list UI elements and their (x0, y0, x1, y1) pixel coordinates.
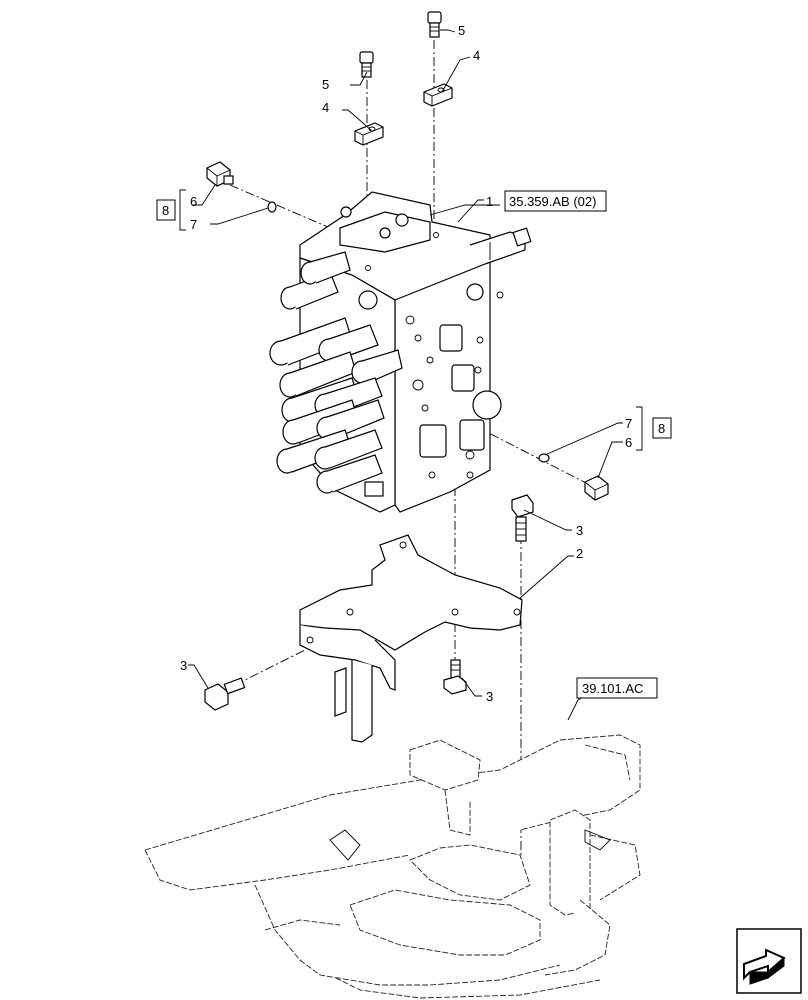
svg-text:8: 8 (658, 421, 665, 436)
callout-labels: 5 4 5 4 6 7 1 7 6 3 2 3 3 (180, 23, 632, 704)
machine-frame (144, 734, 641, 999)
ref-box-8-right: 8 (652, 417, 672, 439)
o-ring-7-right (538, 453, 550, 463)
callout-3-upper: 3 (576, 523, 583, 538)
bolt-3-upper (511, 494, 534, 542)
clamp-4-upper-right (423, 83, 453, 107)
callout-7-left: 7 (190, 217, 197, 232)
callout-2: 2 (576, 546, 583, 561)
callout-3-left: 3 (180, 658, 187, 673)
ref-box-frame: 39.101.AC (576, 677, 658, 699)
svg-text:8: 8 (162, 203, 169, 218)
ref-box-valve: 35.359.AB (02) (504, 190, 607, 212)
callout-5-left: 5 (322, 77, 329, 92)
callout-6-right: 6 (625, 435, 632, 450)
callout-4-left: 4 (322, 100, 329, 115)
next-page-arrow-icon[interactable] (736, 928, 802, 994)
screw-5-left (359, 51, 374, 78)
screw-5-upper-right (427, 11, 442, 38)
fitting-6-right (584, 475, 609, 501)
valve-reference: 35.359.AB (02) (509, 194, 596, 209)
frame-reference: 39.101.AC (582, 681, 643, 696)
o-ring-7-left (267, 201, 277, 213)
callout-4-upper: 4 (473, 48, 480, 63)
callout-6-left: 6 (190, 194, 197, 209)
fitting-6-left (206, 161, 234, 187)
callout-1: 1 (486, 194, 493, 209)
clamp-4-left (354, 122, 384, 146)
control-valve-1 (269, 191, 532, 513)
bolt-3-left (204, 677, 246, 711)
bolt-3-bottom (443, 659, 467, 695)
callout-7-right: 7 (625, 416, 632, 431)
callout-3-bottom: 3 (486, 689, 493, 704)
leader-lines (179, 29, 643, 721)
ref-box-8-left: 8 (156, 199, 176, 221)
center-lines (229, 40, 591, 880)
bracket-2 (299, 534, 523, 743)
callout-5-upper: 5 (458, 23, 465, 38)
